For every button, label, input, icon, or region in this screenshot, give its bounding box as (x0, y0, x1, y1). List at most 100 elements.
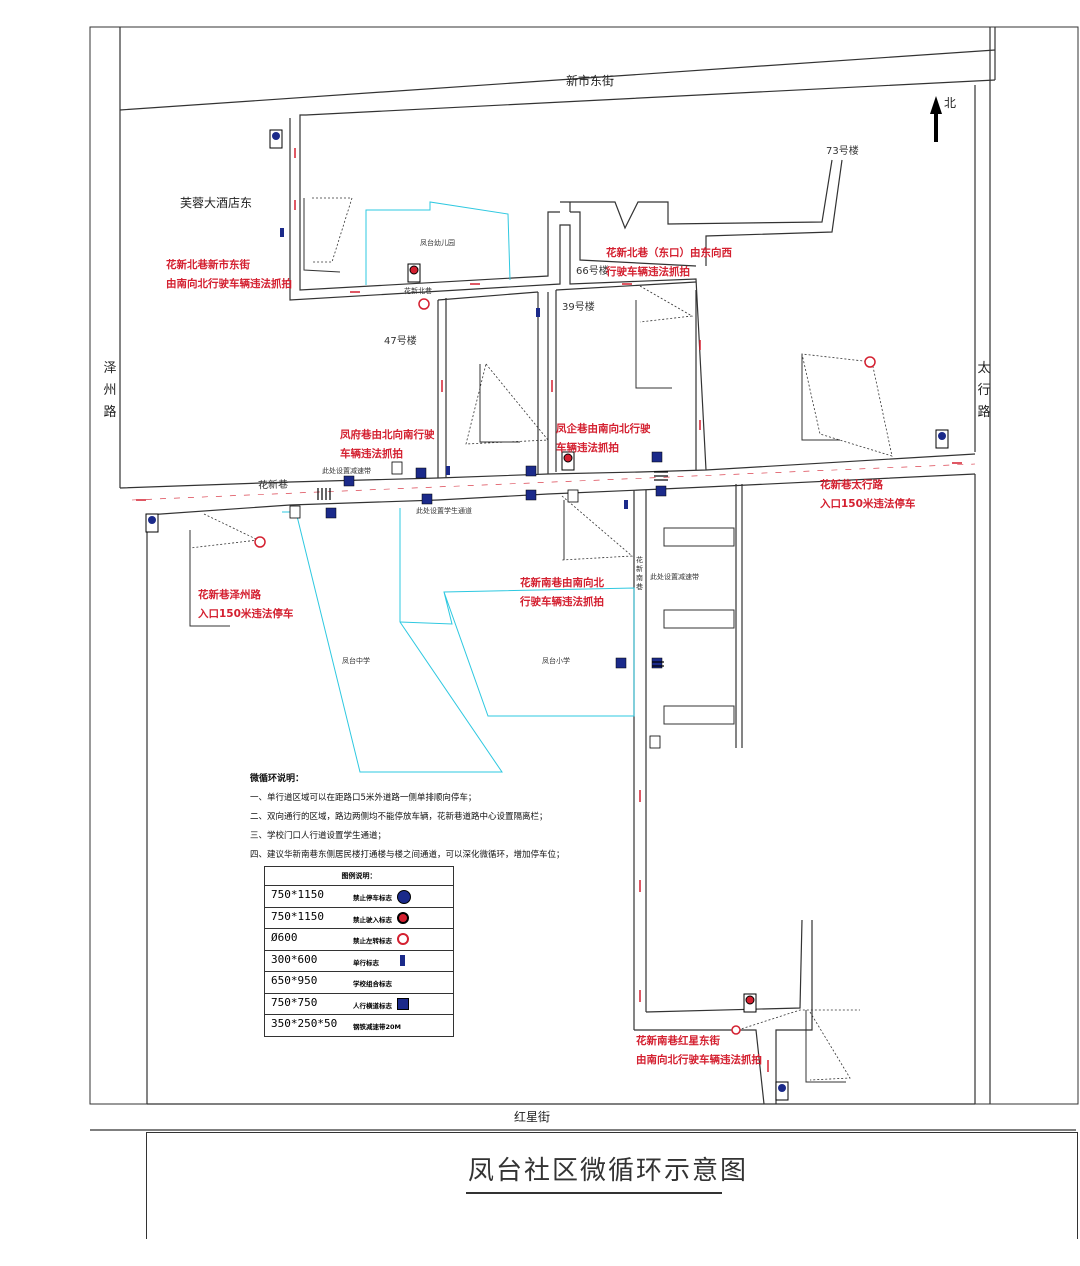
legend-table: 图例说明： 750*1150 禁止停车标志 750*1150 禁止驶入标志 Ø6… (264, 866, 454, 1037)
school-sign-icon (397, 976, 409, 988)
street-label-west: 泽州路 (103, 361, 117, 420)
no-left-turn-sign-icon (397, 933, 409, 945)
no-entry-sign-icon (397, 911, 409, 924)
circulation-note-4: 四、建议华新南巷东侧居民楼打通楼与楼之间通道，可以深化微循环，增加停车位； (250, 850, 565, 860)
no-entry-signs (407, 263, 757, 1013)
legend-desc: 人行横道标志 (353, 1001, 392, 1010)
legend-header: 图例说明： (265, 867, 453, 886)
enforcement-note-1-line1: 花新北巷新市东街 (166, 259, 250, 271)
legend-dim: 650*950 (271, 974, 318, 987)
enforcement-note-7-line1: 花新南巷由南向北 (520, 577, 604, 589)
crosswalk-signs (325, 451, 667, 669)
legend-dim: 750*1150 (271, 909, 324, 923)
enforcement-note-7-line2: 行驶车辆违法抓拍 (520, 596, 604, 608)
circulation-note-1: 一、单行道区域可以在距路口5米外道路一侧单排顺向停车； (250, 793, 477, 803)
legend-desc: 单行标志 (353, 958, 379, 967)
place-label-bld39: 39号楼 (562, 302, 595, 313)
enforcement-note-3-line2: 车辆违法抓拍 (340, 448, 403, 460)
legend-dim: 750*1150 (271, 888, 324, 901)
street-label-north: 新市东街 (566, 74, 615, 88)
huaxin-south-lane-road (633, 484, 813, 1105)
enforcement-note-4-line1: 凤企巷由南向北行驶 (556, 423, 651, 435)
place-label-bld73: 73号楼 (826, 146, 859, 157)
street-label-huaxin-lane: 花新巷 (257, 479, 289, 492)
north-arrow-icon (930, 96, 942, 142)
enforcement-note-6-line1: 花新巷泽州路 (198, 589, 261, 601)
place-label-hotel: 芙蓉大酒店东 (180, 196, 253, 210)
enforcement-note-6: 花新巷泽州路 入口150米违法停车 (198, 586, 293, 624)
note-speed-bump: 此处设置减速带 (322, 467, 371, 475)
enforcement-note-1: 花新北巷新市东街 由南向北行驶车辆违法抓拍 (166, 256, 292, 294)
camera-poles (189, 198, 846, 1083)
east-road (974, 27, 991, 1104)
legend-desc: 学校组合标志 (353, 980, 392, 988)
enforcement-note-8-line1: 花新南巷红星东街 (636, 1035, 720, 1047)
circulation-notes-title: 微循环说明： (250, 774, 305, 784)
enforcement-note-8: 花新南巷红星东街 由南向北行驶车辆违法抓拍 (636, 1032, 762, 1070)
speed-bumps (317, 471, 668, 667)
circulation-note-3: 三、学校门口人行道设置学生通道； (250, 831, 387, 841)
enforcement-note-3-line1: 凤府巷由北向南行驶 (340, 429, 435, 441)
place-label-middle-school: 凤台中学 (342, 657, 370, 665)
enforcement-note-1-line2: 由南向北行驶车辆违法抓拍 (166, 278, 292, 290)
crosswalk-sign-icon (397, 997, 409, 1010)
legend-dim: 750*750 (271, 995, 318, 1009)
enforcement-note-2-line2: 行驶车辆违法抓拍 (606, 266, 690, 278)
enforcement-note-5: 花新巷太行路 入口150米违法停车 (820, 476, 915, 514)
map-frame (89, 26, 1079, 1105)
one-way-sign-icon (400, 954, 405, 966)
place-label-bld47: 47号楼 (384, 336, 417, 347)
camera-coverage-lines (189, 197, 893, 1081)
enforcement-note-7: 花新南巷由南向北 行驶车辆违法抓拍 (520, 574, 604, 612)
parking-blocks (663, 527, 735, 725)
school-signs (289, 461, 661, 749)
north-label: 北 (944, 96, 957, 110)
legend-row: 650*950 学校组合标志 (265, 972, 453, 994)
legend-desc: 禁止驶入标志 (353, 915, 392, 924)
legend-desc: 禁止停车标志 (353, 894, 392, 902)
north-road (119, 27, 996, 118)
no-parking-signs (145, 129, 949, 1101)
title-underline (466, 1192, 722, 1194)
west-road (119, 27, 148, 1104)
one-way-arrows (136, 148, 962, 1072)
enforcement-note-2-line1: 花新北巷（东口）由东向西 (606, 247, 732, 259)
enforcement-note-8-line2: 由南向北行驶车辆违法抓拍 (636, 1054, 762, 1066)
legend-row: 350*250*50 钢铁减速带20M (265, 1015, 453, 1036)
legend-row: Ø600 禁止左转标志 (265, 929, 453, 951)
legend-desc: 钢铁减速带20M (353, 1023, 402, 1031)
circulation-note-2: 二、双向通行的区域，路边两侧均不能停放车辆，花新巷道路中心设置隔离栏； (250, 812, 548, 822)
note-student-path: 此处设置学生通道 (416, 507, 472, 515)
south-road (90, 1103, 1076, 1131)
legend-row: 750*1150 禁止停车标志 (265, 886, 453, 908)
place-label-bld66: 66号楼 (576, 266, 609, 277)
huaxin-north-lane-road (289, 118, 843, 478)
street-label-huaxin-north-lane: 花新北巷 (404, 287, 432, 295)
legend-desc: 禁止左转标志 (353, 937, 392, 945)
title-box (146, 1132, 1078, 1239)
enforcement-note-3: 凤府巷由北向南行驶 车辆违法抓拍 (340, 426, 435, 464)
enforcement-note-6-line2: 入口150米违法停车 (198, 608, 294, 620)
street-label-east: 太行路 (977, 361, 991, 420)
place-label-primary-school: 凤台小学 (542, 657, 570, 665)
enforcement-note-4-line2: 车辆违法抓拍 (556, 442, 619, 454)
street-label-huaxin-south-lane: 花新南巷 (636, 556, 643, 591)
no-parking-sign-icon (397, 890, 411, 904)
page-title: 凤台社区微循环示意图 (468, 1156, 749, 1186)
circulation-notes: 微循环说明： 一、单行道区域可以在距路口5米外道路一侧单排顺向停车； 二、双向通… (250, 770, 565, 865)
enforcement-note-5-line2: 入口150米违法停车 (820, 498, 916, 510)
legend-dim: 300*600 (271, 952, 318, 966)
street-label-south: 红星街 (514, 1110, 551, 1124)
enforcement-note-2: 花新北巷（东口）由东向西 行驶车辆违法抓拍 (606, 244, 732, 282)
legend-row: 750*1150 禁止驶入标志 (265, 908, 453, 929)
note-speed-bump-2: 此处设置减速带 (650, 573, 699, 581)
enforcement-note-4: 凤企巷由南向北行驶 车辆违法抓拍 (556, 420, 651, 458)
legend-dim: 350*250*50 (271, 1017, 338, 1030)
enforcement-note-5-line1: 花新巷太行路 (820, 479, 883, 491)
place-label-kindergarten: 凤台幼儿园 (420, 239, 455, 247)
legend-dim: Ø600 (271, 931, 298, 944)
no-left-turn-signs (254, 298, 876, 1035)
legend-row: 750*750 人行横道标志 (265, 994, 453, 1015)
one-way-signs (280, 228, 628, 509)
